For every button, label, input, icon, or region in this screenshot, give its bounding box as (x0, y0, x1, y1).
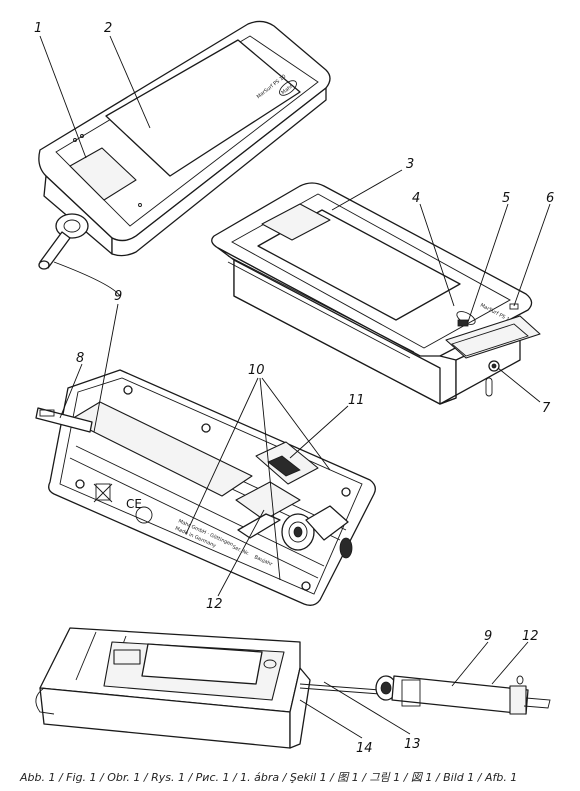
drive-gear-icon (281, 513, 315, 551)
sensor-pad (69, 147, 137, 201)
coupling-knob (55, 213, 89, 239)
callout-10: 10 (248, 363, 265, 378)
figure-caption: Abb. 1 / Fig. 1 / Obr. 1 / Rys. 1 / Рис.… (20, 771, 518, 784)
callout-numbers: 1 2 3 4 5 6 7 8 9 10 11 12 9 12 13 14 (34, 21, 554, 756)
brand-logo-icon (279, 80, 297, 96)
callout-9a: 9 (114, 289, 122, 304)
callout-2: 2 (104, 21, 112, 36)
usb-port-icon (457, 319, 469, 327)
ce-mark-icon: CE (126, 497, 142, 511)
display-screen (105, 39, 301, 177)
device-rear-view: MarSurf PS 10 (211, 182, 541, 405)
callout-5: 5 (502, 191, 510, 206)
callout-12b: 12 (522, 629, 539, 644)
callout-9b: 9 (484, 629, 492, 644)
waste-bin-icon (93, 483, 113, 503)
drive-unit-open-view: CE Mahr GmbH · Göttingen Made in Germany… (35, 369, 376, 606)
callout-13: 13 (404, 737, 421, 752)
callout-6: 6 (546, 191, 554, 206)
callout-12a: 12 (206, 597, 223, 612)
case-display (141, 643, 263, 685)
carry-case-view (35, 627, 551, 749)
callout-14: 14 (356, 741, 373, 756)
screw-icon (123, 385, 133, 395)
callout-3: 3 (406, 157, 414, 172)
power-button-icon (509, 303, 519, 310)
callout-4: 4 (412, 191, 420, 206)
device-front-view: Mahr MarSurf PS 10 (38, 20, 331, 270)
callout-8: 8 (76, 351, 84, 366)
callout-1: 1 (34, 21, 42, 36)
callout-7: 7 (542, 401, 551, 416)
callout-11: 11 (348, 393, 365, 408)
leader-lines (39, 35, 551, 739)
